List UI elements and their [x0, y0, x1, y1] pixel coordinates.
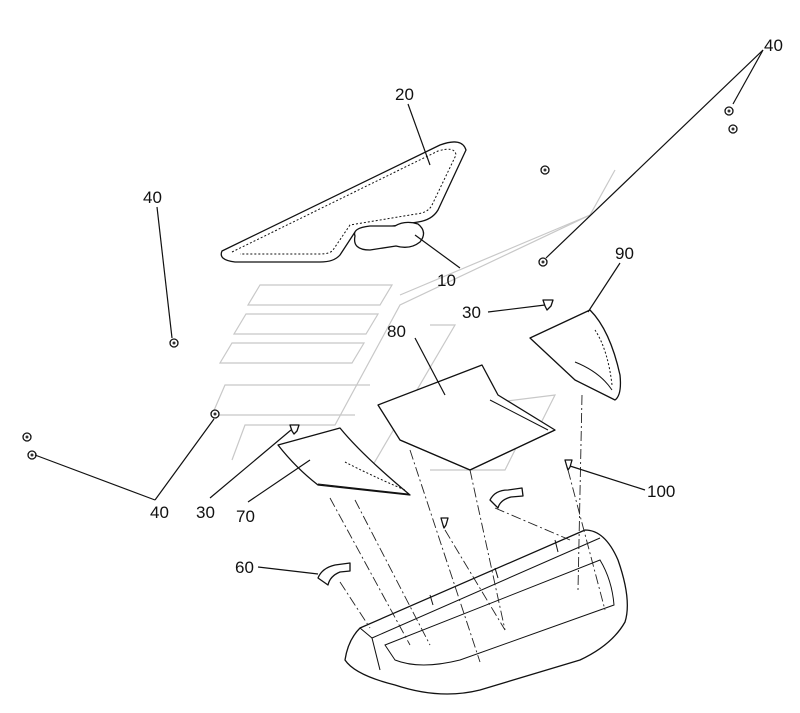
leader-lines	[34, 49, 764, 575]
fasteners	[22, 106, 738, 529]
callout-70: 70	[236, 507, 255, 526]
callout-40-top-right: 40	[764, 36, 783, 55]
callout-30-bottom: 30	[196, 503, 215, 522]
callout-40-bottom: 40	[150, 503, 169, 522]
callout-10: 10	[437, 271, 456, 290]
callout-80: 80	[387, 322, 406, 341]
part-20-panel	[220, 141, 467, 263]
watermark-logo	[211, 169, 616, 471]
assembly-lines	[329, 394, 606, 663]
part-10-decal	[353, 221, 425, 251]
part-60-clip	[317, 487, 524, 586]
part-90-shield	[529, 309, 622, 401]
base-tray	[344, 529, 628, 695]
part-80-mat	[377, 364, 556, 471]
callout-60: 60	[235, 558, 254, 577]
callout-labels: 20 10 40 40 40 30 30 70 80 90 100 60	[143, 36, 783, 577]
part-70-shield	[277, 427, 411, 496]
callout-100: 100	[647, 482, 675, 501]
callout-30-top: 30	[462, 303, 481, 322]
callout-40-left: 40	[143, 188, 162, 207]
callout-90: 90	[615, 244, 634, 263]
callout-20: 20	[395, 85, 414, 104]
